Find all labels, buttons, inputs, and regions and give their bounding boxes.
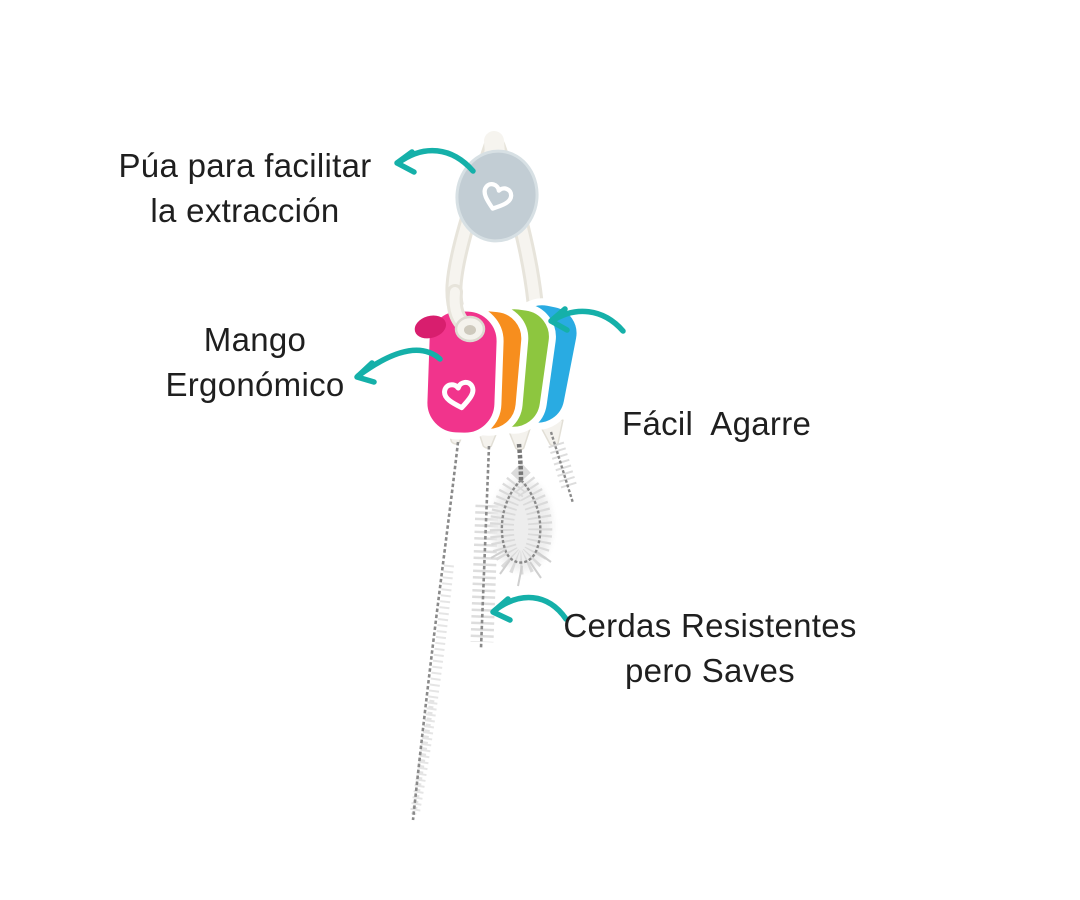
label-pua-extraccion: Púa para facilitar la extracción [55,143,435,233]
arrow-icon-cerdas [490,594,569,623]
arrow-icon-pua [394,147,476,175]
short-brush-bristles [548,441,577,489]
long-straw-brush [410,441,460,821]
label-line: Ergonómico [165,366,345,403]
label-line: Púa para facilitar [118,147,372,184]
loop-brush [489,443,553,587]
heart-icon [442,379,476,411]
long-brush-wire [411,441,460,821]
hook-front [446,284,486,343]
brush-set [410,431,577,821]
heart-icon [482,181,514,211]
long-brush-bristles [410,564,454,813]
handle-pink [414,304,504,440]
loop-brush-stem [516,443,524,481]
straight-brush-wire [479,445,491,649]
logo-disc [455,149,539,243]
disc-body [456,151,538,241]
loop-brush-spikes [490,549,552,587]
short-brush-wire [549,431,575,504]
label-cerdas-resistentes: Cerdas Resistentes pero Saves [540,603,880,693]
arrow-icon-facil [548,306,626,334]
label-line: pero Saves [625,652,795,689]
handle-pink-body [420,304,504,440]
disc-rim [455,149,539,243]
label-line: Fácil Agarre [622,405,812,442]
straight-brush [470,445,499,649]
label-line: Cerdas Resistentes [563,607,857,644]
arrow-icon-mango [354,347,443,385]
label-line: Mango [203,321,307,358]
label-mango-ergonomico: Mango Ergonómico [130,317,380,407]
label-facil-agarre: Fácil Agarre [622,311,811,536]
handle-pink-flap [414,315,447,339]
callout-arrows [354,147,626,623]
short-brush [548,431,577,504]
hook-ring-hole [464,325,476,335]
label-line: la extracción [150,192,340,229]
loop-brush-wire [500,478,542,564]
